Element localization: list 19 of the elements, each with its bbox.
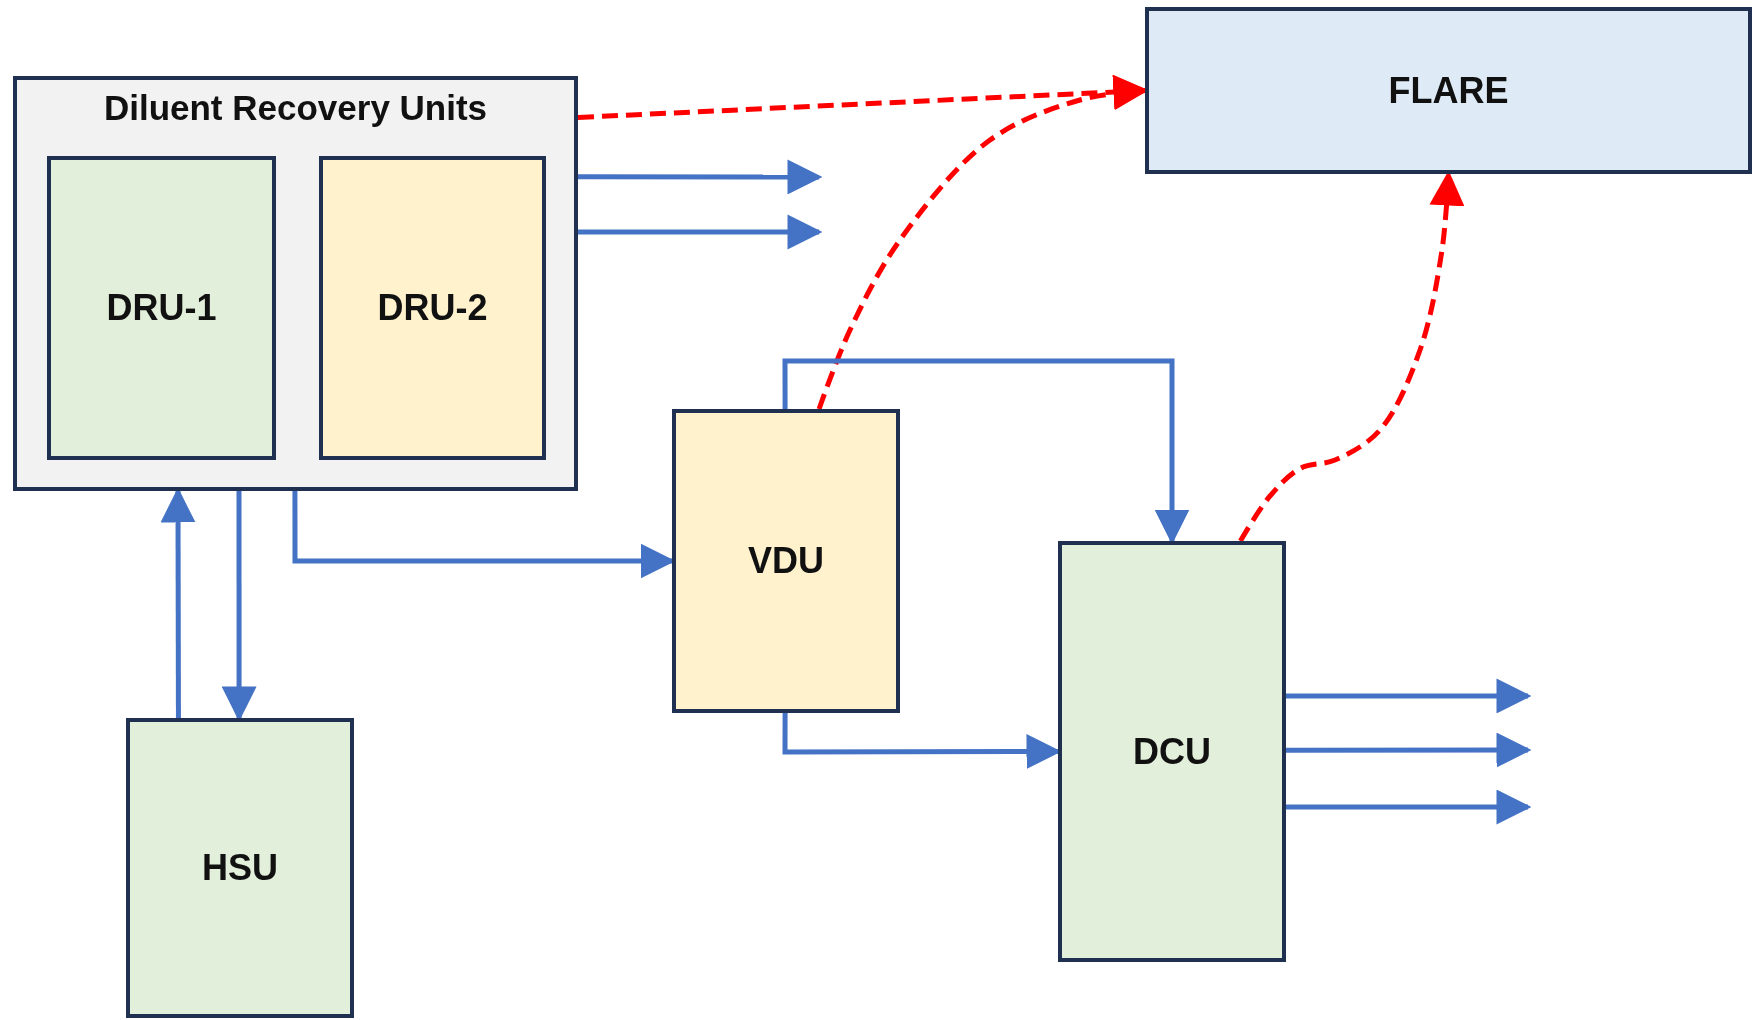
process-box	[47, 156, 276, 460]
arrow	[578, 159, 823, 195]
node-label: Diluent Recovery Units	[103, 88, 488, 128]
arrow	[1286, 732, 1532, 768]
node-label: DRU-1	[106, 287, 217, 329]
process-box	[1145, 7, 1752, 174]
process-box	[319, 156, 546, 460]
node-label: DRU-2	[377, 287, 488, 329]
node-label: HSU	[202, 847, 278, 889]
arrow	[578, 214, 823, 250]
arrow	[1286, 789, 1532, 825]
process-box	[1058, 541, 1286, 962]
process-box	[126, 718, 354, 1018]
node-label: VDU	[748, 540, 824, 582]
process-box	[672, 409, 900, 713]
arrow	[1286, 678, 1532, 714]
unit-group-box	[13, 76, 578, 491]
node-label: DCU	[1133, 730, 1211, 773]
node-label: FLARE	[1388, 69, 1509, 112]
